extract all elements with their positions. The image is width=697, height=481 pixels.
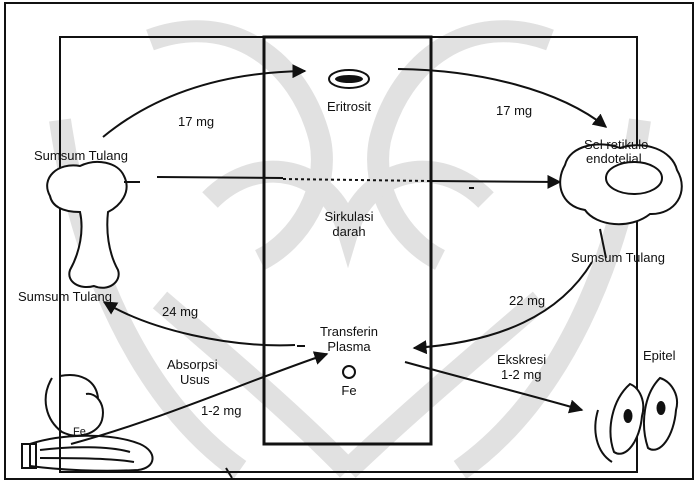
label-epitel: Epitel (643, 349, 676, 363)
label-sumsum-left-bottom: Sumsum Tulang (18, 290, 112, 304)
label-fe-center: Fe (334, 384, 364, 398)
label-ekskresi-2: 1-2 mg (501, 368, 541, 382)
intestine-icon (22, 375, 153, 471)
arrow-erythrocyte-to-reticulo (398, 69, 606, 127)
label-sirkulasi-2: darah (318, 225, 380, 239)
erythrocyte-core (335, 75, 363, 83)
label-flow-24: 24 mg (162, 305, 198, 319)
label-sel-retikulo-1: Sel retikulo (584, 138, 648, 152)
label-transferin-2: Plasma (308, 340, 390, 354)
arrow-circulation-to-reticulo (431, 181, 560, 182)
label-ekskresi-1: Ekskresi (497, 353, 546, 367)
fe-circle-icon (343, 366, 355, 378)
label-flow-absorpsi: 1-2 mg (201, 404, 241, 418)
label-absorpsi-1: Absorpsi (167, 358, 218, 372)
label-sel-retikulo-2: endotelial (586, 152, 642, 166)
label-transferin-1: Transferin (308, 325, 390, 339)
label-flow-22: 22 mg (509, 294, 545, 308)
line-left-to-circulation (157, 177, 283, 178)
label-flow-top-right: 17 mg (496, 104, 532, 118)
label-sirkulasi-1: Sirkulasi (318, 210, 380, 224)
label-absorpsi-2: Usus (180, 373, 210, 387)
label-sumsum-top: Sumsum Tulang (34, 149, 128, 163)
label-flow-top-left: 17 mg (178, 115, 214, 129)
label-sumsum-right: Sumsum Tulang (571, 251, 665, 265)
label-eritrosit: Eritrosit (318, 100, 380, 114)
label-fe-intestine: Fe (73, 425, 86, 439)
